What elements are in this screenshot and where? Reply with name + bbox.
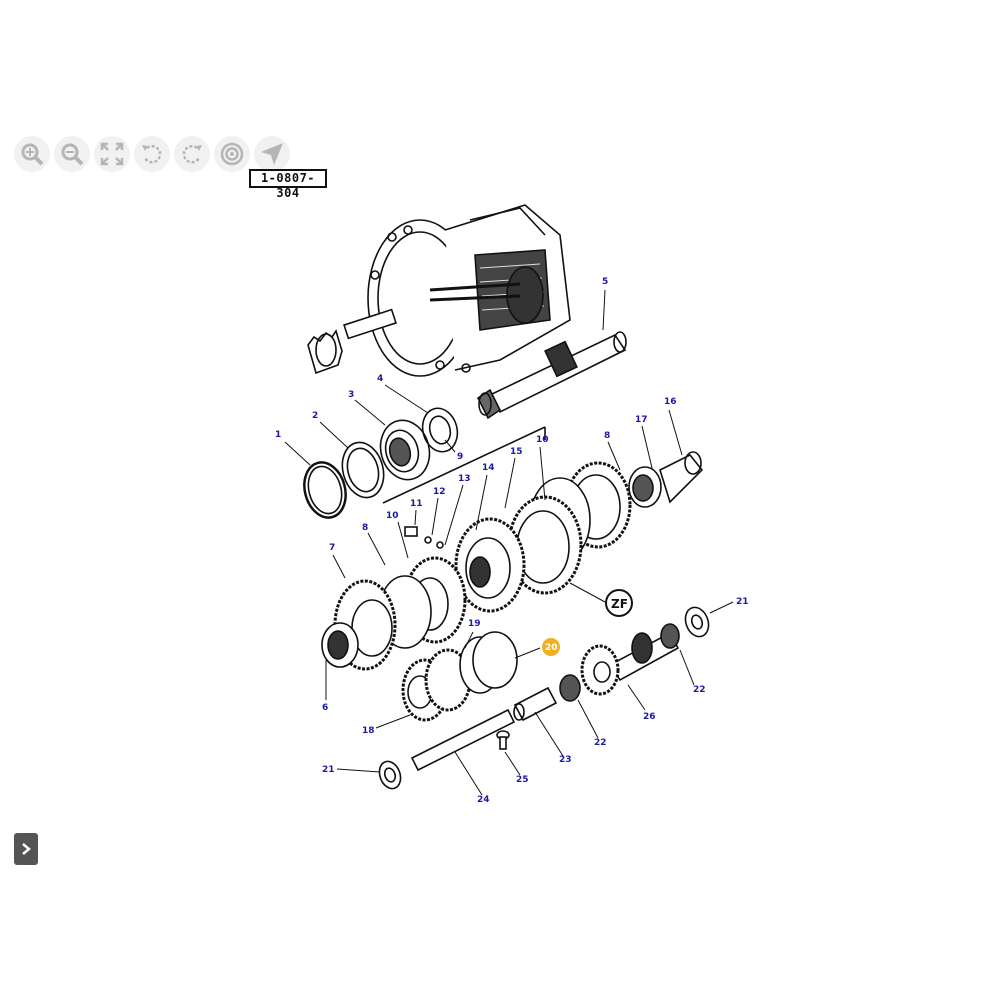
pointer-button[interactable] — [254, 136, 290, 172]
zf-logo-text: ZF — [611, 597, 628, 611]
callout-20[interactable]: 20 — [545, 643, 558, 653]
shaft-26 — [559, 623, 680, 702]
rotate-right-button[interactable] — [174, 136, 210, 172]
callout-11[interactable]: 11 — [410, 499, 423, 509]
callout-12[interactable]: 12 — [433, 487, 446, 497]
callout-8b[interactable]: 8 — [362, 523, 368, 533]
shaft-5 — [476, 331, 627, 420]
bearing-17 — [628, 451, 704, 508]
callout-8a[interactable]: 8 — [604, 431, 610, 441]
callout-24[interactable]: 24 — [477, 795, 490, 805]
snap-ring-1 — [303, 461, 347, 519]
rotate-left-button[interactable] — [134, 136, 170, 172]
callout-15[interactable]: 15 — [510, 447, 523, 457]
callout-10a[interactable]: 10 — [536, 435, 549, 445]
pin-12 — [424, 536, 432, 544]
callout-21a[interactable]: 21 — [322, 765, 335, 775]
callout-2[interactable]: 2 — [312, 411, 318, 421]
sleeve-23 — [513, 686, 558, 722]
navigate-arrow-icon — [261, 143, 283, 165]
callout-22a[interactable]: 22 — [693, 685, 706, 695]
callout-26[interactable]: 26 — [643, 712, 656, 722]
callout-5[interactable]: 5 — [602, 277, 608, 287]
callout-17[interactable]: 17 — [635, 415, 648, 425]
callout-3[interactable]: 3 — [348, 390, 354, 400]
callout-18[interactable]: 18 — [362, 726, 375, 736]
zoom-out-icon — [61, 143, 84, 166]
fit-to-screen-icon — [100, 142, 124, 166]
gear-18 — [401, 648, 472, 722]
callout-1[interactable]: 1 — [275, 430, 281, 440]
callout-7[interactable]: 7 — [329, 543, 335, 553]
key-11 — [404, 526, 418, 537]
callout-4[interactable]: 4 — [377, 374, 383, 384]
callout-6[interactable]: 6 — [322, 703, 328, 713]
chevron-right-icon — [22, 843, 31, 855]
zoom-in-button[interactable] — [14, 136, 50, 172]
callout-19[interactable]: 19 — [468, 619, 481, 629]
washer-21-lower — [378, 760, 402, 790]
callout-21b[interactable]: 21 — [736, 597, 749, 607]
callout-14[interactable]: 14 — [482, 463, 495, 473]
callout-13[interactable]: 13 — [458, 474, 471, 484]
rotate-left-icon — [142, 145, 162, 164]
callout-25[interactable]: 25 — [516, 775, 529, 785]
reset-button[interactable] — [214, 136, 250, 172]
diagram-code: 1-0807- 304 — [249, 169, 327, 200]
ball-13 — [436, 541, 444, 549]
callout-16[interactable]: 16 — [664, 397, 677, 407]
callout-22b[interactable]: 22 — [594, 738, 607, 748]
washer-2 — [341, 441, 385, 499]
bearing-3 — [379, 419, 431, 481]
rotate-right-icon — [182, 145, 202, 164]
screw-25 — [496, 730, 510, 750]
zoom-in-icon — [21, 143, 44, 166]
washer-4 — [421, 407, 459, 453]
zoom-out-button[interactable] — [54, 136, 90, 172]
callout-9[interactable]: 9 — [457, 452, 463, 462]
viewer-toolbar — [14, 136, 290, 172]
shaft-24 — [410, 708, 516, 772]
callout-23[interactable]: 23 — [559, 755, 572, 765]
gearbox-housing — [307, 204, 571, 377]
callout-20-highlight — [542, 638, 560, 656]
callout-10b[interactable]: 10 — [386, 511, 399, 521]
zf-logo — [605, 589, 633, 617]
gear-cluster — [321, 461, 632, 671]
bearing-19 — [459, 631, 518, 694]
washer-21-upper — [684, 606, 710, 638]
fit-to-screen-button[interactable] — [94, 136, 130, 172]
expand-panel-button[interactable] — [14, 833, 38, 865]
target-icon — [220, 142, 244, 166]
